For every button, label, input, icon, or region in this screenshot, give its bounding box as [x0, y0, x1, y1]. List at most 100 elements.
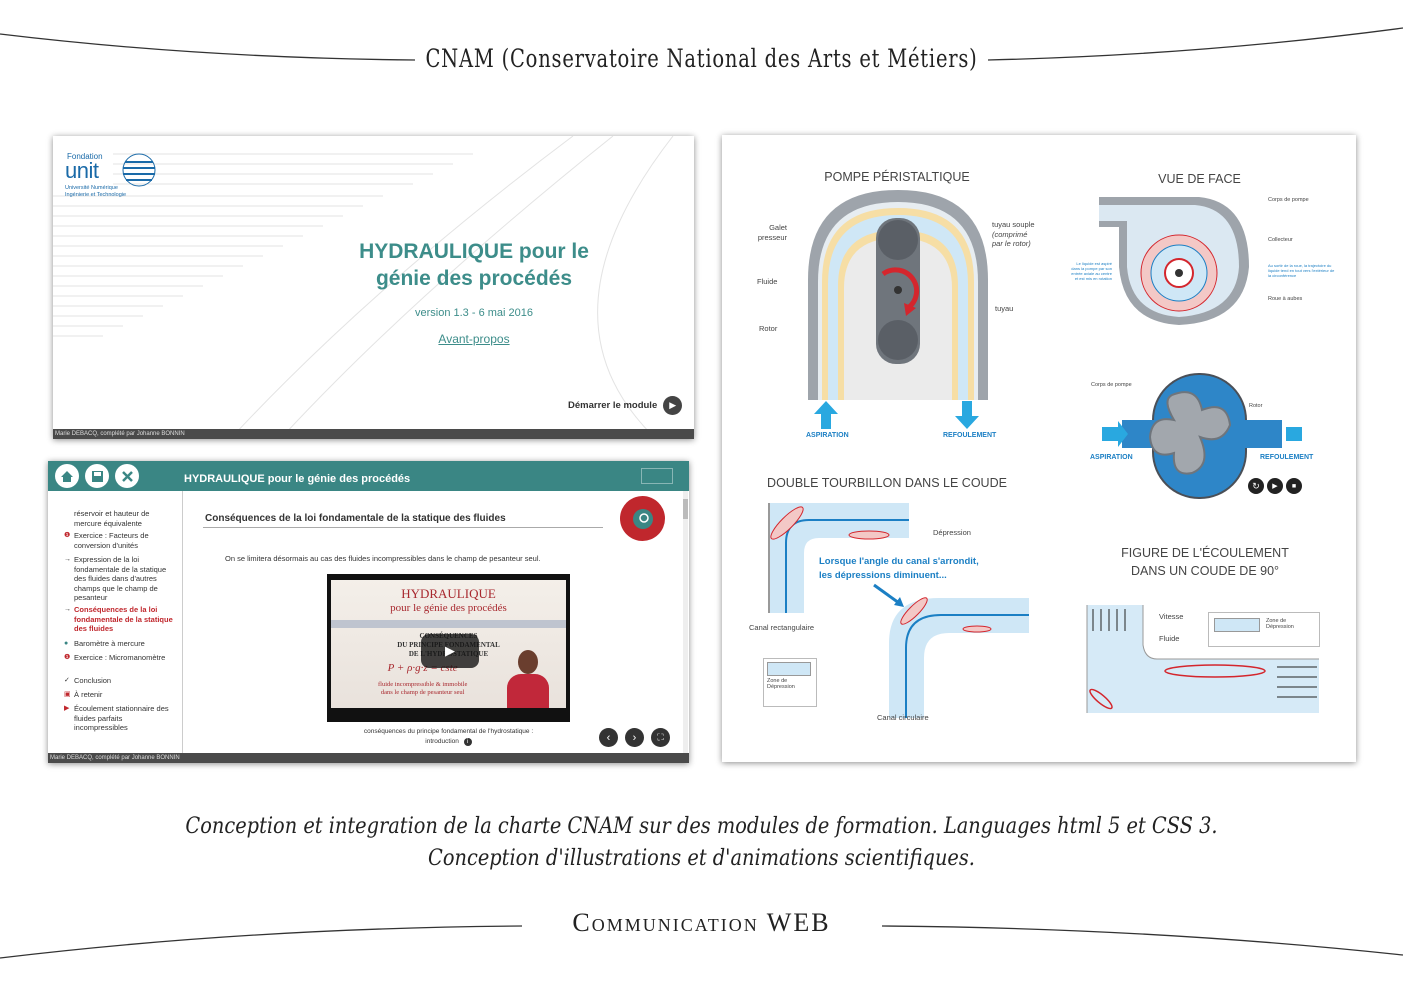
- pump-title: POMPE PÉRISTALTIQUE: [824, 170, 970, 184]
- label-comprime-2: par le rotor): [992, 239, 1031, 248]
- sidebar-item[interactable]: ✓Conclusion: [64, 676, 112, 685]
- label-canal-rect: Canal rectangulaire: [749, 623, 815, 632]
- home-button[interactable]: [55, 464, 79, 488]
- stop-button[interactable]: ■: [1286, 478, 1302, 494]
- section-title: Conséquences de la loi fondamentale de l…: [205, 513, 506, 524]
- animation-controls: ↻ ▶ ■: [1248, 478, 1302, 494]
- peristaltic-pump-diagram: [808, 190, 988, 400]
- video-caption-2: introduction i: [327, 738, 570, 746]
- video-caption-2-text: introduction: [425, 738, 459, 745]
- header-unit-logo: [641, 468, 673, 484]
- logo-sub-text-2: Ingénierie et Technologie: [65, 192, 127, 198]
- zone-legend-1-line1: Zone de: [767, 678, 788, 684]
- tourbillon-note-1: Lorsque l'angle du canal s'arrondit,: [819, 556, 979, 567]
- footer-credits: Marie DEBACQ, complété par Johanne BONNI…: [50, 755, 180, 761]
- fullscreen-icon: ⛶: [657, 732, 664, 742]
- scientific-illustrations: POMPE PÉRISTALTIQUE Galet presseur Fluid…: [722, 135, 1356, 762]
- module-title-line1: HYDRAULIQUE pour le: [359, 240, 589, 263]
- label-lobe-refoulement: REFOULEMENT: [1260, 454, 1314, 461]
- play-icon: ▶: [445, 643, 455, 658]
- video-note2: dans le champ de pesanteur seul: [380, 689, 465, 696]
- module-title-line2: génie des procédés: [375, 267, 573, 290]
- tools-button[interactable]: [115, 464, 139, 488]
- module-start-screenshot: Fondation unit Université Numérique Ingé…: [53, 136, 694, 439]
- tourbillon-title: DOUBLE TOURBILLON DANS LE COUDE: [767, 476, 1007, 490]
- logo-sub-text-1: Université Numérique: [65, 185, 118, 191]
- tools-icon: [121, 470, 133, 482]
- sidebar-item[interactable]: ▣À retenir: [64, 690, 103, 699]
- zone-legend-1: Zone de Dépression: [763, 658, 817, 707]
- sidebar-item[interactable]: →Expression de la loi fondamentale de la…: [64, 555, 167, 602]
- sidebar-item-active[interactable]: →Conséquences de la loi fondamentale de …: [64, 605, 173, 633]
- note-left: Le liquide est aspiré dans la pompe par …: [1071, 261, 1112, 281]
- footer-bar: Marie DEBACQ, complété par Johanne BONNI…: [48, 753, 689, 763]
- label-rotor: Rotor: [759, 324, 778, 333]
- next-button[interactable]: ›: [625, 728, 644, 747]
- elbow-vortex-diagram: [768, 503, 1029, 718]
- save-button[interactable]: [85, 464, 109, 488]
- label-roue-aubes: Roue à aubes: [1268, 296, 1303, 302]
- avant-propos-link[interactable]: Avant-propos: [438, 332, 510, 346]
- video-play-button[interactable]: ▶: [421, 634, 479, 668]
- version-text: version 1.3 - 6 mai 2016: [414, 307, 533, 319]
- video-title2: pour le génie des procédés: [390, 602, 507, 614]
- label-refoulement: REFOULEMENT: [943, 432, 997, 439]
- sidebar: réservoir et hauteur de mercure équivale…: [48, 491, 183, 753]
- sidebar-item[interactable]: réservoir et hauteur de mercure équivale…: [74, 509, 150, 528]
- page-title: CNAM (Conservatoire National des Arts et…: [425, 44, 978, 73]
- logo-main-text: unit: [65, 158, 99, 183]
- previous-button[interactable]: ‹: [599, 728, 618, 747]
- label-tuyau-souple: tuyau souple: [992, 220, 1035, 229]
- intro-text: On se limitera désormais au cas des flui…: [225, 554, 541, 563]
- module-header-title: HYDRAULIQUE pour le génie des procédés: [184, 473, 411, 485]
- elbow-flow-diagram: [1086, 605, 1319, 713]
- footer-credits: Marie DEBACQ, complété par Johanne BONNI…: [55, 431, 185, 437]
- section-title-underline: [203, 527, 603, 528]
- note-right: Au sortir de la roue, la trajectoire du …: [1268, 263, 1335, 278]
- save-icon: [91, 470, 103, 482]
- play-icon: ▶: [663, 396, 683, 415]
- label-collecteur: Collecteur: [1268, 237, 1293, 243]
- play-button[interactable]: ▶: [1267, 478, 1283, 494]
- label-tuyau: tuyau: [995, 304, 1014, 313]
- replay-button[interactable]: ↻: [1248, 478, 1264, 494]
- label-lobe-rotor: Rotor: [1249, 403, 1263, 409]
- module-header-bar: [48, 461, 689, 491]
- zone-legend-2-line1: Zone de: [1266, 618, 1287, 624]
- footer-title: Communication WEB: [572, 908, 831, 937]
- info-icon[interactable]: i: [463, 738, 472, 746]
- zone-legend-1-line2: Dépression: [767, 684, 795, 690]
- label-fluide: Fluide: [757, 277, 778, 286]
- video-title1: HYDRAULIQUE: [401, 586, 496, 601]
- unit-logo: Fondation unit Université Numérique Ingé…: [65, 152, 160, 202]
- ecoulement-title-1: FIGURE DE L'ÉCOULEMENT: [1121, 546, 1289, 560]
- label-fluide-ecoulement: Fluide: [1159, 634, 1180, 643]
- label-canal-circ: Canal circulaire: [877, 713, 929, 722]
- label-lobe-aspiration: ASPIRATION: [1090, 454, 1133, 461]
- section-badge: [620, 496, 665, 541]
- lobe-pump-diagram: [1102, 373, 1302, 499]
- label-aspiration: ASPIRATION: [806, 432, 849, 439]
- label-lobe-corps: Corps de pompe: [1091, 382, 1132, 388]
- scrollbar[interactable]: [683, 491, 688, 753]
- fullscreen-button[interactable]: ⛶: [651, 728, 670, 747]
- chevron-right-icon: ›: [632, 731, 637, 744]
- logo-top-text: Fondation: [67, 152, 103, 161]
- sidebar-item[interactable]: ▶Écoulement stationnaire des fluides par…: [64, 704, 169, 732]
- module-page-screenshot: HYDRAULIQUE pour le génie des procédés r…: [48, 461, 689, 763]
- label-depression: Dépression: [933, 528, 971, 537]
- video-note1: fluide incompressible & immobile: [377, 681, 468, 688]
- presenter-figure: [503, 650, 553, 708]
- home-icon: [61, 470, 73, 482]
- start-module-button[interactable]: Démarrer le module ▶: [568, 396, 683, 415]
- label-galet: Galet presseur: [757, 223, 787, 242]
- head-gears-icon: [632, 508, 653, 529]
- chevron-left-icon: ‹: [606, 731, 611, 744]
- video-player[interactable]: HYDRAULIQUE pour le génie des procédés C…: [327, 574, 570, 722]
- zone-legend-2: Zone de Dépression: [1208, 612, 1320, 647]
- sidebar-item[interactable]: ●Baromètre à mercure: [64, 639, 145, 648]
- face-view-title: VUE DE FACE: [1158, 172, 1241, 186]
